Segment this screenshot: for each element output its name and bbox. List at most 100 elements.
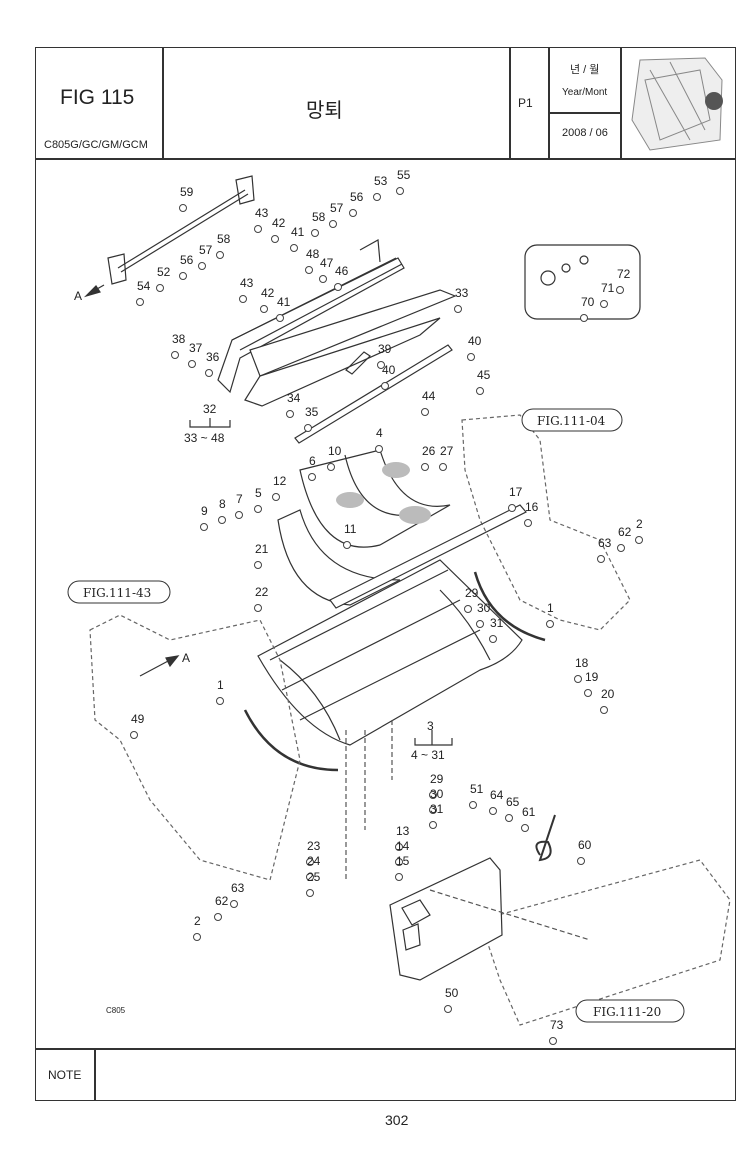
machine-thumbnail <box>631 57 723 151</box>
part-label-42: 42 <box>261 286 275 300</box>
fastener-icon <box>574 675 582 683</box>
ref-label-111-20: FIG.111-20 <box>593 1005 661 1019</box>
fastener-icon <box>198 262 206 270</box>
header-divider-1 <box>162 47 164 158</box>
part-label-6: 6 <box>309 454 316 468</box>
fastener-icon <box>508 504 516 512</box>
header-divider-2 <box>509 47 511 158</box>
fastener-icon <box>239 295 247 303</box>
fastener-icon <box>254 604 262 612</box>
part-label-48: 48 <box>306 247 320 261</box>
part-label-2: 2 <box>194 914 201 928</box>
fastener-icon <box>489 807 497 815</box>
part-label-60: 60 <box>578 838 592 852</box>
issue-date: 2008 / 06 <box>562 127 608 139</box>
part-label-50: 50 <box>445 986 459 1000</box>
phantom-frame-bottom <box>479 859 731 1026</box>
fastener-icon <box>216 251 224 259</box>
part-label-65: 65 <box>506 795 520 809</box>
fastener-icon <box>584 689 592 697</box>
fastener-icon <box>130 731 138 739</box>
rail-16 <box>329 504 527 609</box>
part-label-63: 63 <box>598 536 612 550</box>
ref-label-111-43: FIG.111-43 <box>83 586 151 600</box>
fastener-icon <box>444 1005 452 1013</box>
drawing-frame <box>35 47 736 1101</box>
model-list: C805G/GC/GM/GCM <box>44 139 148 151</box>
fastener-icon <box>254 225 262 233</box>
part-label-70: 70 <box>581 295 595 309</box>
fastener-icon <box>230 900 238 908</box>
fastener-icon <box>375 445 383 453</box>
ref-fig-111-20[interactable]: FIG.111-20 <box>575 999 685 1023</box>
header-divider-3 <box>548 47 550 158</box>
part-label-49: 49 <box>131 712 145 726</box>
fastener-icon <box>635 536 643 544</box>
part-label-72: 72 <box>617 267 631 281</box>
part-label-46: 46 <box>335 264 349 278</box>
part-label-55: 55 <box>397 168 411 182</box>
part-label-56: 56 <box>350 190 364 204</box>
curved-rod-1-right <box>473 571 546 642</box>
fastener-icon <box>421 408 429 416</box>
note-divider <box>94 1048 96 1101</box>
fastener-icon <box>329 220 337 228</box>
view-arrow-a-top <box>83 284 105 298</box>
fastener-icon <box>216 697 224 705</box>
fastener-icon <box>136 298 144 306</box>
part-label-59: 59 <box>180 185 194 199</box>
part-label-52: 52 <box>157 265 171 279</box>
fastener-icon <box>429 806 437 814</box>
part-label-45: 45 <box>477 368 491 382</box>
part-label-11: 11 <box>344 522 357 536</box>
fastener-icon <box>469 801 477 809</box>
fastener-icon <box>305 266 313 274</box>
alignment-lines <box>345 720 591 941</box>
fastener-icon <box>377 361 385 369</box>
fastener-icon <box>271 235 279 243</box>
fastener-icon <box>476 387 484 395</box>
fastener-icon <box>214 913 222 921</box>
year-month-label-en: Year/Mont <box>562 87 608 98</box>
group-range-32: 33 ~ 48 <box>184 431 225 445</box>
header-divider-4 <box>620 47 622 158</box>
fastener-icon <box>179 272 187 280</box>
fastener-icon <box>200 523 208 531</box>
upper-cover-assembly-32 <box>217 239 457 407</box>
fastener-icon <box>373 193 381 201</box>
fastener-icon <box>617 544 625 552</box>
part-label-41: 41 <box>291 225 305 239</box>
bracket-3 <box>414 730 453 746</box>
fastener-icon <box>304 424 312 432</box>
strip-44 <box>294 344 453 444</box>
part-label-10: 10 <box>328 444 342 458</box>
ref-fig-111-04[interactable]: FIG.111-04 <box>521 408 623 432</box>
fastener-icon <box>260 305 268 313</box>
part-label-26: 26 <box>422 444 436 458</box>
fastener-icon <box>306 889 314 897</box>
fastener-icon <box>597 555 605 563</box>
part-label-73: 73 <box>550 1018 564 1032</box>
part-label-34: 34 <box>287 391 301 405</box>
fastener-icon <box>381 382 389 390</box>
fastener-icon <box>546 620 554 628</box>
fastener-icon <box>327 463 335 471</box>
note-label: NOTE <box>48 1068 82 1082</box>
part-label-62: 62 <box>215 894 229 908</box>
fastener-icon <box>549 1037 557 1045</box>
part-label-58: 58 <box>217 232 231 246</box>
part-label-17: 17 <box>509 485 523 499</box>
fastener-icon <box>205 369 213 377</box>
fastener-icon <box>188 360 196 368</box>
part-label-30: 30 <box>430 787 444 801</box>
part-label-1: 1 <box>547 601 554 615</box>
part-label-8: 8 <box>219 497 226 511</box>
part-label-43: 43 <box>255 206 269 220</box>
fastener-icon <box>311 229 319 237</box>
part-label-2: 2 <box>636 517 643 531</box>
part-label-42: 42 <box>272 216 286 230</box>
part-label-23: 23 <box>307 839 321 853</box>
curved-rod-1-left <box>243 709 339 772</box>
ref-fig-111-43[interactable]: FIG.111-43 <box>67 580 171 604</box>
